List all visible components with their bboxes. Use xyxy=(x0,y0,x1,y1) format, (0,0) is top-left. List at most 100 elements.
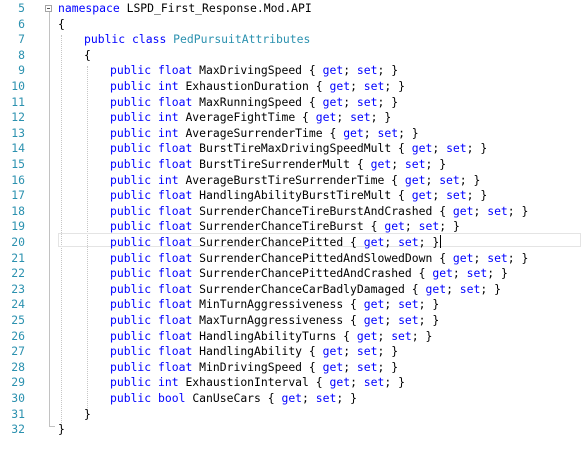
punct: { xyxy=(343,297,364,312)
set-keyword: set xyxy=(356,344,378,359)
public-keyword: public xyxy=(110,344,152,359)
punct: { xyxy=(260,391,282,405)
get-keyword: get xyxy=(322,344,344,359)
close-brace: } xyxy=(384,110,392,125)
line-number: 25 xyxy=(11,313,25,327)
punct: ; xyxy=(336,391,351,405)
punct: ; xyxy=(398,125,412,140)
space xyxy=(151,329,158,343)
public-keyword: public xyxy=(110,235,152,249)
public-keyword: public xyxy=(110,94,152,109)
punct: { xyxy=(336,328,357,343)
code-line[interactable]: 6{ xyxy=(0,17,581,33)
get-keyword: get xyxy=(452,250,474,265)
collapse-toggle-icon[interactable] xyxy=(45,5,52,12)
get-keyword: get xyxy=(363,235,385,249)
close-brace: } xyxy=(398,375,405,390)
get-keyword: get xyxy=(356,328,378,343)
close-brace: } xyxy=(439,157,447,171)
property-name: AverageFightTime xyxy=(185,110,296,125)
property-name: BurstTireMaxDrivingSpeedMult xyxy=(199,141,392,156)
code-text: public bool CanUseCars { get; set; } xyxy=(110,391,357,407)
line-number: 16 xyxy=(11,172,25,187)
punct: { xyxy=(432,203,453,218)
property-name: SurrenderChanceTireBurst xyxy=(199,219,364,234)
line-number: 30 xyxy=(11,391,25,405)
punct: ; xyxy=(446,281,460,296)
code-line[interactable]: 8{ xyxy=(0,48,581,64)
punct: ; xyxy=(343,63,357,78)
get-keyword: get xyxy=(329,375,351,390)
close-brace: } xyxy=(398,79,405,93)
public-keyword: public xyxy=(110,203,152,218)
property-name: SurrenderChanceTireBurstAndCrashed xyxy=(199,203,433,218)
close-brace: } xyxy=(494,281,501,296)
space xyxy=(151,173,158,187)
close-brace: } xyxy=(391,63,399,78)
open-brace: { xyxy=(84,47,91,62)
property-name: SurrenderChancePittedAndSlowedDown xyxy=(199,250,433,265)
code-text: public float HandlingAbility { get; set;… xyxy=(110,344,398,360)
line-number: 6 xyxy=(18,16,25,31)
line-number: 7 xyxy=(18,32,25,47)
close-brace: } xyxy=(425,328,433,343)
code-line[interactable]: 30 public bool CanUseCars { get; set; } xyxy=(0,391,581,407)
punct: ; xyxy=(350,375,364,390)
punct: { xyxy=(411,266,433,281)
open-brace: { xyxy=(58,16,65,31)
punct: ; xyxy=(377,94,392,109)
property-type: float xyxy=(158,219,193,234)
property-type: float xyxy=(158,94,193,109)
property-type: float xyxy=(158,344,193,359)
code-line[interactable]: 32} xyxy=(0,422,581,438)
code-text: public float SurrenderChancePittedAndSlo… xyxy=(110,251,528,267)
punct: { xyxy=(322,125,344,140)
property-type: float xyxy=(158,328,193,343)
code-line[interactable]: 13 public int AverageSurrenderTime { get;… xyxy=(0,126,581,142)
public-keyword: public xyxy=(110,157,152,171)
set-keyword: set xyxy=(418,219,440,234)
line-number: 19 xyxy=(11,219,25,234)
public-keyword: public xyxy=(84,32,126,47)
get-keyword: get xyxy=(452,203,474,218)
punct: ; xyxy=(343,94,357,109)
punct: { xyxy=(404,281,426,296)
line-number: 9 xyxy=(18,63,25,78)
code-text: namespace LSPD_First_Response.Mod.API xyxy=(58,1,312,17)
punct: ; xyxy=(377,328,392,343)
property-type: int xyxy=(158,375,179,390)
code-text: public class PedPursuitAttributes xyxy=(84,32,310,48)
namespace-name: LSPD_First_Response.Mod.API xyxy=(126,1,312,15)
punct: ; xyxy=(377,359,392,374)
code-text: public int AverageSurrenderTime { get; s… xyxy=(110,126,419,142)
property-type: float xyxy=(158,250,193,265)
punct: { xyxy=(384,172,405,187)
code-line[interactable]: 7 public class PedPursuitAttributes xyxy=(0,32,581,48)
code-line[interactable]: 31} xyxy=(0,407,581,423)
space xyxy=(151,219,158,233)
get-keyword: get xyxy=(281,391,303,405)
line-number: 13 xyxy=(11,125,25,140)
